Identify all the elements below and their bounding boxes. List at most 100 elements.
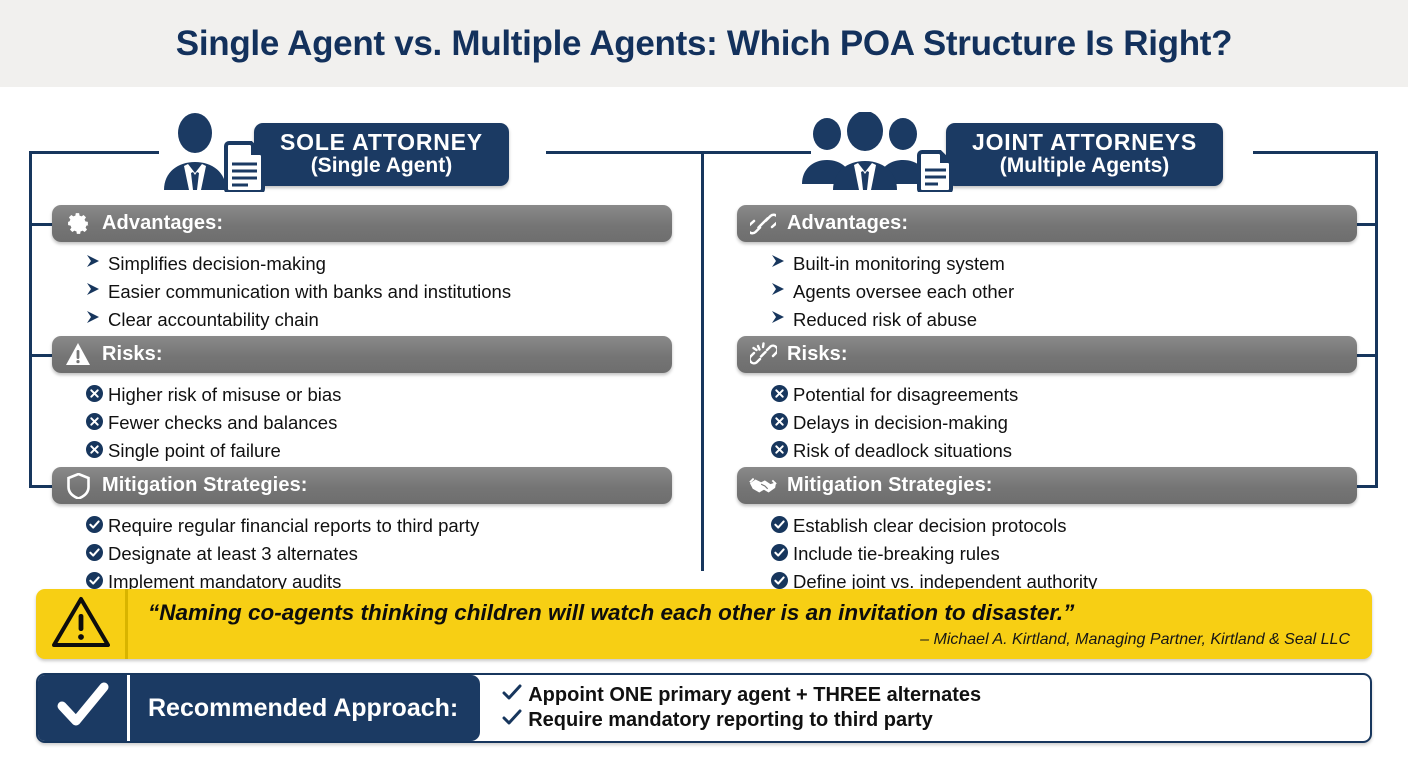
x-circle-icon bbox=[86, 410, 108, 430]
section-header-joint-risks: Risks: bbox=[737, 336, 1357, 373]
x-circle-icon bbox=[86, 382, 108, 402]
handshake-icon bbox=[749, 473, 777, 499]
section-title: Advantages: bbox=[102, 212, 224, 234]
section-title: Mitigation Strategies: bbox=[102, 474, 308, 496]
section-items: Require regular financial reports to thi… bbox=[52, 513, 672, 595]
list-item-text: Reduced risk of abuse bbox=[793, 309, 978, 330]
arrow-bullet-icon bbox=[86, 279, 108, 296]
list-item: Agents oversee each other bbox=[771, 279, 1357, 305]
badge-sole-attorney: SOLE ATTORNEY (Single Agent) bbox=[254, 122, 509, 187]
section-title: Risks: bbox=[787, 343, 848, 365]
list-item-text: Define joint vs. independent authority bbox=[793, 571, 1098, 592]
arrow-bullet-icon bbox=[86, 307, 108, 324]
list-item-text: Include tie-breaking rules bbox=[793, 543, 1000, 564]
bracket-vertical-right bbox=[1375, 151, 1378, 488]
x-circle-icon bbox=[771, 438, 793, 458]
bracket-top-center-right bbox=[701, 151, 811, 154]
section-sole-advantages: Advantages: Simplifies decision-making E… bbox=[52, 205, 672, 335]
section-header-joint-mitigation: Mitigation Strategies: bbox=[737, 467, 1357, 504]
section-header-sole-risks: Risks: bbox=[52, 336, 672, 373]
shield-icon bbox=[64, 472, 92, 499]
list-item-text: Designate at least 3 alternates bbox=[108, 543, 358, 564]
list-item-text: Clear accountability chain bbox=[108, 309, 319, 330]
list-item: Easier communication with banks and inst… bbox=[86, 279, 672, 305]
list-item: Higher risk of misuse or bias bbox=[86, 382, 672, 408]
quote-text: “Naming co-agents thinking children will… bbox=[148, 599, 1075, 625]
section-items: Potential for disagreements Delays in de… bbox=[737, 382, 1357, 464]
list-item-text: Agents oversee each other bbox=[793, 281, 1015, 302]
check-circle-icon bbox=[771, 541, 793, 561]
gear-icon bbox=[64, 211, 92, 237]
arrow-bullet-icon bbox=[86, 251, 108, 268]
list-item: Risk of deadlock situations bbox=[771, 438, 1357, 464]
bracket-stub-left-mitigation bbox=[29, 485, 57, 488]
bracket-top-left bbox=[29, 151, 159, 154]
recommendation-label-box: Recommended Approach: bbox=[130, 675, 481, 741]
list-item: Single point of failure bbox=[86, 438, 672, 464]
check-circle-icon bbox=[771, 569, 793, 589]
list-item: Establish clear decision protocols bbox=[771, 513, 1357, 539]
badge-joint-line2: (Multiple Agents) bbox=[999, 154, 1170, 178]
list-item-text: Higher risk of misuse or bias bbox=[108, 384, 342, 405]
section-items: Establish clear decision protocols Inclu… bbox=[737, 513, 1357, 595]
section-joint-risks: Risks: Potential for disagreements Delay… bbox=[737, 336, 1357, 466]
bracket-top-right bbox=[1253, 151, 1378, 154]
x-circle-icon bbox=[771, 410, 793, 430]
list-item-text: Implement mandatory audits bbox=[108, 571, 342, 592]
section-header-sole-advantages: Advantages: bbox=[52, 205, 672, 242]
warning-triangle-icon bbox=[64, 342, 92, 368]
quote-banner: “Naming co-agents thinking children will… bbox=[36, 589, 1372, 659]
badge-joint-attorneys: JOINT ATTORNEYS (Multiple Agents) bbox=[946, 122, 1223, 187]
section-joint-mitigation: Mitigation Strategies: Establish clear d… bbox=[737, 467, 1357, 597]
quote-body: “Naming co-agents thinking children will… bbox=[128, 589, 1372, 659]
list-item: Implement mandatory audits bbox=[86, 569, 672, 595]
check-mark-icon bbox=[502, 684, 528, 707]
list-item-text: Appoint ONE primary agent + THREE altern… bbox=[528, 684, 982, 706]
x-circle-icon bbox=[771, 382, 793, 402]
badge-sole-line2: (Single Agent) bbox=[310, 154, 453, 178]
section-items: Higher risk of misuse or bias Fewer chec… bbox=[52, 382, 672, 464]
three-businessmen-document-icon bbox=[800, 111, 960, 197]
arrow-bullet-icon bbox=[771, 307, 793, 324]
bracket-stub-right-mitigation bbox=[1349, 485, 1378, 488]
party-header-joint: JOINT ATTORNEYS (Multiple Agents) bbox=[800, 111, 1223, 197]
title-band: Single Agent vs. Multiple Agents: Which … bbox=[0, 0, 1408, 87]
bracket-vertical-left bbox=[29, 151, 32, 488]
chain-link-icon bbox=[749, 211, 777, 237]
list-item-text: Easier communication with banks and inst… bbox=[108, 281, 512, 302]
list-item: Simplifies decision-making bbox=[86, 251, 672, 277]
list-item: Include tie-breaking rules bbox=[771, 541, 1357, 567]
broken-chain-icon bbox=[749, 342, 777, 368]
bracket-stub-right-risks bbox=[1349, 354, 1378, 357]
list-item: Delays in decision-making bbox=[771, 410, 1357, 436]
section-title: Mitigation Strategies: bbox=[787, 474, 993, 496]
check-circle-icon bbox=[86, 569, 108, 589]
list-item: Potential for disagreements bbox=[771, 382, 1357, 408]
list-item-text: Require mandatory reporting to third par… bbox=[528, 709, 933, 731]
bracket-stub-left-advantages bbox=[29, 223, 57, 226]
check-circle-icon bbox=[771, 513, 793, 533]
list-item: Built-in monitoring system bbox=[771, 251, 1357, 277]
x-circle-icon bbox=[86, 438, 108, 458]
list-item: Require mandatory reporting to third par… bbox=[502, 708, 1370, 733]
page-title: Single Agent vs. Multiple Agents: Which … bbox=[175, 23, 1233, 63]
section-items: Built-in monitoring system Agents overse… bbox=[737, 251, 1357, 333]
section-sole-mitigation: Mitigation Strategies: Require regular f… bbox=[52, 467, 672, 597]
bracket-stub-right-advantages bbox=[1349, 223, 1378, 226]
list-item-text: Risk of deadlock situations bbox=[793, 440, 1013, 461]
badge-sole-line1: SOLE ATTORNEY bbox=[280, 128, 483, 155]
quote-icon-container bbox=[36, 589, 128, 659]
list-item: Clear accountability chain bbox=[86, 307, 672, 333]
list-item: Define joint vs. independent authority bbox=[771, 569, 1357, 595]
recommendation-label: Recommended Approach: bbox=[148, 693, 459, 722]
list-item: Require regular financial reports to thi… bbox=[86, 513, 672, 539]
arrow-bullet-icon bbox=[771, 251, 793, 268]
section-title: Risks: bbox=[102, 343, 163, 365]
section-header-joint-advantages: Advantages: bbox=[737, 205, 1357, 242]
warning-triangle-icon bbox=[51, 596, 110, 653]
bracket-stub-left-risks bbox=[29, 354, 57, 357]
list-item-text: Fewer checks and balances bbox=[108, 412, 338, 433]
list-item: Fewer checks and balances bbox=[86, 410, 672, 436]
list-item: Designate at least 3 alternates bbox=[86, 541, 672, 567]
